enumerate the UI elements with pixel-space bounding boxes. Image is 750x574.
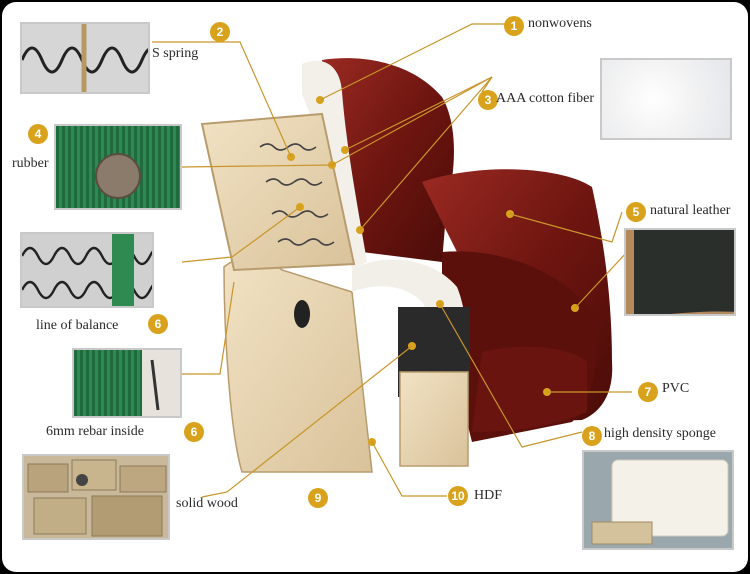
sponge-swatch xyxy=(591,459,729,545)
recline-lever xyxy=(294,300,310,328)
photo-line-of-balance xyxy=(20,232,154,308)
badge-5: 5 xyxy=(626,202,646,222)
photo-solid-wood xyxy=(22,454,170,540)
photo-rebar xyxy=(72,348,182,418)
photo-rubber xyxy=(54,124,182,210)
badge-10: 10 xyxy=(448,486,468,506)
label-natural-leather: natural leather xyxy=(650,203,731,218)
label-rebar: 6mm rebar inside xyxy=(46,424,144,439)
chair-drawer xyxy=(399,371,469,467)
label-rubber: rubber xyxy=(12,156,49,171)
label-solid-wood: solid wood xyxy=(176,496,238,511)
badge-8: 8 xyxy=(582,426,602,446)
label-cotton-fiber: AAA cotton fiber xyxy=(496,91,594,106)
spring-swatch xyxy=(22,24,148,92)
label-pvc: PVC xyxy=(662,381,690,396)
leather-swatch xyxy=(634,230,734,314)
badge-6-balance: 6 xyxy=(148,314,168,334)
chair-open-back xyxy=(200,112,356,272)
label-nonwovens: nonwovens xyxy=(528,16,592,31)
label-hdf: HDF xyxy=(474,488,503,503)
wood-swatch xyxy=(27,459,167,537)
label-sponge: high density sponge xyxy=(604,426,716,441)
rebar-swatch xyxy=(142,350,180,416)
s-spring-lines xyxy=(259,143,335,246)
badge-6-rebar: 6 xyxy=(184,422,204,442)
badge-1: 1 xyxy=(504,16,524,36)
photo-sponge xyxy=(582,450,734,550)
badge-9: 9 xyxy=(308,488,328,508)
badge-3: 3 xyxy=(478,90,498,110)
coin-swatch xyxy=(95,153,141,199)
label-s-spring: S spring xyxy=(152,46,199,61)
badge-7: 7 xyxy=(638,382,658,402)
photo-natural-leather xyxy=(624,228,736,316)
badge-4: 4 xyxy=(28,124,48,144)
badge-2: 2 xyxy=(210,22,230,42)
leader-lines xyxy=(152,23,632,498)
chair-wood-arm xyxy=(223,257,373,473)
photo-cotton-fiber xyxy=(600,58,732,140)
balance-swatch xyxy=(22,234,152,306)
photo-s-spring xyxy=(20,22,150,94)
label-line-of-balance: line of balance xyxy=(36,318,119,333)
